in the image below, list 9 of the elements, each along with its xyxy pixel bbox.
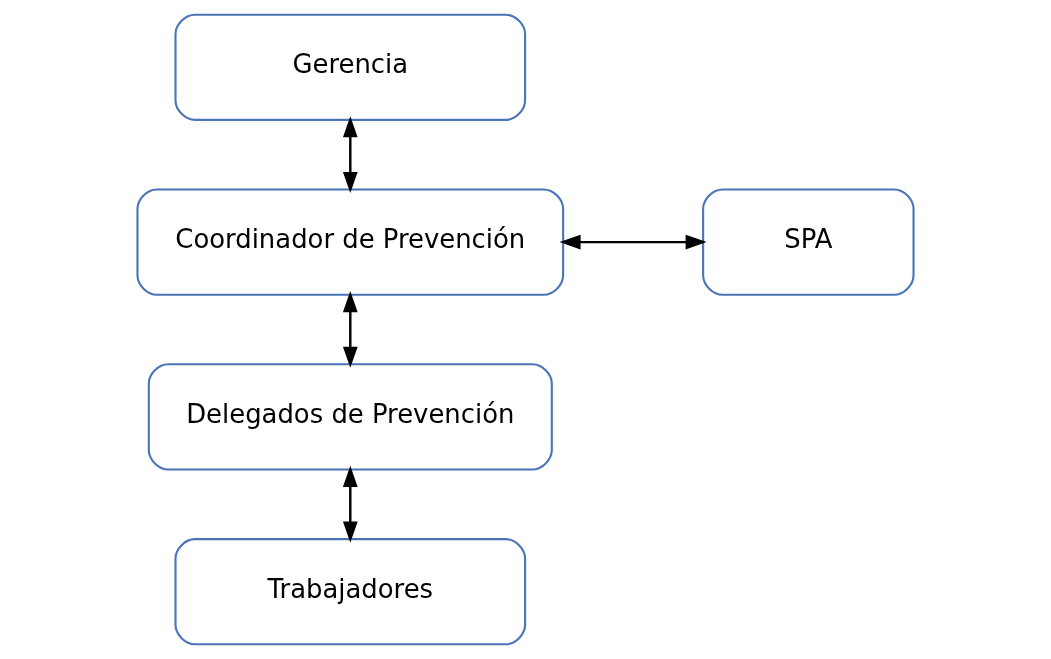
arrow [342, 116, 358, 194]
arrow [559, 234, 707, 250]
node-box: Trabajadores [174, 538, 527, 646]
node-box: Gerencia [174, 13, 527, 121]
node-box: SPA [702, 188, 915, 296]
arrow [342, 291, 358, 368]
node-box: Coordinador de Prevención [136, 188, 565, 296]
arrow [342, 465, 358, 543]
node-box: Delegados de Prevención [147, 363, 553, 471]
